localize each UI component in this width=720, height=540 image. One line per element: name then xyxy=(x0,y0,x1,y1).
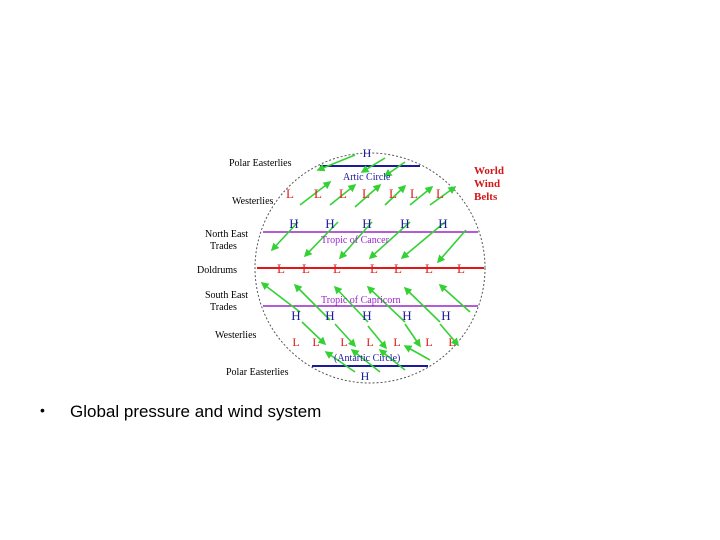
high-pressure-subtropical-north-4: H xyxy=(400,216,409,231)
label-south-east-trades-1: South East xyxy=(205,290,248,301)
wind-arrow-20 xyxy=(403,286,441,323)
label-belts: Belts xyxy=(474,191,498,203)
low-pressure-subpolar-north-4: L xyxy=(362,186,370,201)
caption-bullet-row: • Global pressure and wind system xyxy=(40,402,680,428)
wind-arrow-5 xyxy=(329,184,357,206)
wind-arrow-26 xyxy=(439,323,460,347)
wind-arrow-24 xyxy=(367,325,388,350)
high-pressure-subtropical-north-1: H xyxy=(289,216,298,231)
low-pressure-subpolar-north-2: L xyxy=(314,186,322,201)
high-pressure-subtropical-south-2: H xyxy=(325,308,334,323)
wind-arrow-4 xyxy=(299,181,332,206)
label-south-east-trades-2: Trades xyxy=(210,302,237,313)
wind-arrow-3 xyxy=(383,161,406,177)
wind-arrow-12 xyxy=(338,221,373,260)
low-pressure-subpolar-north-7: L xyxy=(436,186,444,201)
low-pressure-subpolar-south-6: L xyxy=(425,335,432,349)
low-pressure-equator-1: L xyxy=(277,261,285,276)
wind-arrow-10 xyxy=(270,221,299,252)
label-westerlies-bottom: Westerlies xyxy=(215,330,257,341)
wind-arrow-6 xyxy=(354,183,382,208)
low-pressure-subpolar-north-5: L xyxy=(389,186,397,201)
wind-arrow-1 xyxy=(316,154,356,172)
wind-arrow-19 xyxy=(366,285,406,323)
high-pressure-north-pole-1: H xyxy=(363,146,372,160)
label-antarctic-circle: (Antartic Circle) xyxy=(334,353,400,364)
low-pressure-equator-7: L xyxy=(457,261,465,276)
low-pressure-equator-3: L xyxy=(333,261,341,276)
low-pressure-subpolar-south-3: L xyxy=(340,335,347,349)
low-pressure-equator-5: L xyxy=(394,261,402,276)
wind-arrow-22 xyxy=(301,321,327,346)
label-arctic-circle: Artic Circle xyxy=(343,172,391,183)
wind-arrow-14 xyxy=(400,221,446,260)
label-tropic-of-cancer: Tropic of Cancer xyxy=(321,235,390,246)
wind-arrow-21 xyxy=(438,283,471,313)
wind-arrow-9 xyxy=(429,186,457,206)
wind-arrow-2 xyxy=(360,157,386,173)
label-westerlies-top: Westerlies xyxy=(232,196,274,207)
label-doldrums: Doldrums xyxy=(197,265,237,276)
label-tropic-of-capricorn: Tropic of Capricorn xyxy=(321,295,401,306)
wind-arrow-29 xyxy=(378,349,406,371)
high-pressure-subtropical-north-3: H xyxy=(362,216,371,231)
low-pressure-equator-2: L xyxy=(302,261,310,276)
wind-arrow-15 xyxy=(436,229,467,264)
caption-text: Global pressure and wind system xyxy=(70,402,322,421)
wind-arrow-7 xyxy=(384,184,407,206)
low-pressure-subpolar-south-2: L xyxy=(312,335,319,349)
wind-arrow-28 xyxy=(350,349,381,373)
high-pressure-subtropical-south-1: H xyxy=(291,308,300,323)
label-polar-easterlies-bottom: Polar Easterlies xyxy=(226,367,289,378)
high-pressure-subtropical-south-3: H xyxy=(362,308,371,323)
high-pressure-subtropical-north-2: H xyxy=(325,216,334,231)
low-pressure-subpolar-south-4: L xyxy=(366,335,373,349)
low-pressure-subpolar-north-6: L xyxy=(410,186,418,201)
wind-arrow-18 xyxy=(333,285,369,323)
high-pressure-subtropical-south-5: H xyxy=(441,308,450,323)
wind-arrow-8 xyxy=(409,185,434,206)
wind-arrow-11 xyxy=(303,221,339,258)
wind-arrow-17 xyxy=(293,283,331,321)
low-pressure-subpolar-north-1: L xyxy=(286,186,294,201)
low-pressure-subpolar-south-1: L xyxy=(292,335,299,349)
high-pressure-subtropical-north-5: H xyxy=(438,216,447,231)
wind-arrow-13 xyxy=(368,221,411,260)
wind-arrow-23 xyxy=(334,323,357,348)
label-north-east-trades-1: North East xyxy=(205,229,248,240)
low-pressure-subpolar-north-3: L xyxy=(339,186,347,201)
low-pressure-equator-4: L xyxy=(370,261,378,276)
label-north-east-trades-2: Trades xyxy=(210,241,237,252)
wind-arrow-25 xyxy=(404,323,421,348)
bullet-marker: • xyxy=(40,402,45,418)
wind-arrow-27 xyxy=(324,351,356,373)
wind-arrow-30 xyxy=(403,345,431,361)
label-polar-easterlies-top: Polar Easterlies xyxy=(229,158,292,169)
high-pressure-subtropical-south-4: H xyxy=(402,308,411,323)
low-pressure-equator-6: L xyxy=(425,261,433,276)
high-pressure-south-pole-1: H xyxy=(361,369,370,383)
globe-outline xyxy=(254,152,486,384)
wind-arrows xyxy=(260,154,471,373)
label-wind: Wind xyxy=(474,178,500,190)
wind-arrow-16 xyxy=(260,282,301,313)
low-pressure-subpolar-south-7: L xyxy=(448,335,455,349)
low-pressure-subpolar-south-5: L xyxy=(393,335,400,349)
label-world: World xyxy=(474,165,504,177)
